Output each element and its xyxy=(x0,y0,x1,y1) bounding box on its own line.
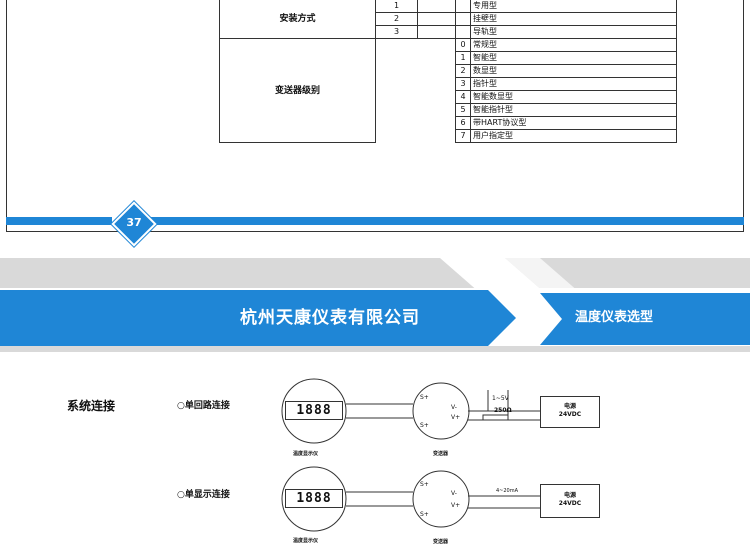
page-band-left xyxy=(6,217,112,225)
transmitter-label: 变送器 xyxy=(433,539,449,545)
page-frame-right xyxy=(743,0,744,232)
terminal-label: V+ xyxy=(451,414,461,421)
install-desc: 专用型 xyxy=(470,0,677,13)
lcd-readout: 1888 xyxy=(285,401,343,420)
terminal-label: S+ xyxy=(420,481,429,488)
single-loop-option: ○单回路连接 xyxy=(177,401,230,411)
psu-title: 电源 xyxy=(563,403,576,410)
resistor xyxy=(482,414,509,421)
install-code: 3 xyxy=(375,25,418,39)
terminal-label: V- xyxy=(451,404,457,411)
install-desc: 挂壁型 xyxy=(470,12,677,26)
install-method-label: 安装方式 xyxy=(219,0,376,39)
banner-arrow-tip xyxy=(478,290,516,346)
company-name: 杭州天康仪表有限公司 xyxy=(240,308,420,328)
level-code: 6 xyxy=(455,116,471,130)
page-number: 37 xyxy=(126,216,142,229)
level-desc: 带HART协议型 xyxy=(470,116,677,130)
system-connection-title: 系统连接 xyxy=(67,399,116,413)
table-row: 安装方式 1 专用型 xyxy=(219,0,677,39)
table-row: 变送器级别 0 常规型 xyxy=(219,38,677,143)
level-desc: 数显型 xyxy=(470,64,677,78)
single-display-option: ○单显示连接 xyxy=(177,490,230,500)
table-row: 3 导轨型 xyxy=(220,25,677,39)
psu-voltage: 24VDC xyxy=(558,500,582,507)
install-code: 2 xyxy=(375,12,418,26)
install-code: 1 xyxy=(375,0,418,13)
company-banner xyxy=(0,290,480,346)
level-code: 2 xyxy=(455,64,471,78)
level-desc: 常规型 xyxy=(470,38,677,52)
page-frame-bottom xyxy=(6,231,744,232)
level-desc: 智能指针型 xyxy=(470,103,677,117)
transmitter-level-label: 变送器级别 xyxy=(219,38,376,143)
power-supply: 电源 24VDC xyxy=(540,484,600,518)
level-desc: 指针型 xyxy=(470,77,677,91)
page-frame-left xyxy=(6,0,7,232)
display-instrument-label: 温度显示仪 xyxy=(293,538,319,544)
terminal-label: V- xyxy=(451,490,457,497)
level-desc: 智能型 xyxy=(470,51,677,65)
terminal-label: S+ xyxy=(420,511,429,518)
page-band-right xyxy=(149,217,744,225)
level-desc: 用户指定型 xyxy=(470,129,677,143)
signal-label: 1~5V xyxy=(492,395,509,402)
level-desc: 智能数显型 xyxy=(470,90,677,104)
level-code: 0 xyxy=(455,38,471,52)
resistor-value: 250Ω xyxy=(494,407,512,414)
grey-separator xyxy=(0,258,750,288)
display-instrument-label: 温度显示仪 xyxy=(293,451,319,457)
transmitter-label: 变送器 xyxy=(433,451,449,457)
psu-voltage: 24VDC xyxy=(558,411,582,418)
section-banner-shape xyxy=(540,293,750,345)
level-code: 1 xyxy=(455,51,471,65)
install-desc: 导轨型 xyxy=(470,25,677,39)
section-title: 温度仪表选型 xyxy=(575,310,654,325)
terminal-label: S+ xyxy=(420,422,429,429)
transmitter xyxy=(412,382,470,440)
transmitter xyxy=(412,470,470,528)
banner-underline xyxy=(0,346,750,352)
terminal-label: S+ xyxy=(420,394,429,401)
power-supply: 电源 24VDC xyxy=(540,396,600,428)
level-code: 4 xyxy=(455,90,471,104)
terminal-label: V+ xyxy=(451,502,461,509)
signal-label: 4~20mA xyxy=(496,488,519,494)
lcd-readout: 1888 xyxy=(285,489,343,508)
level-code: 7 xyxy=(455,129,471,143)
level-code: 5 xyxy=(455,103,471,117)
psu-title: 电源 xyxy=(563,492,576,499)
level-code: 3 xyxy=(455,77,471,91)
